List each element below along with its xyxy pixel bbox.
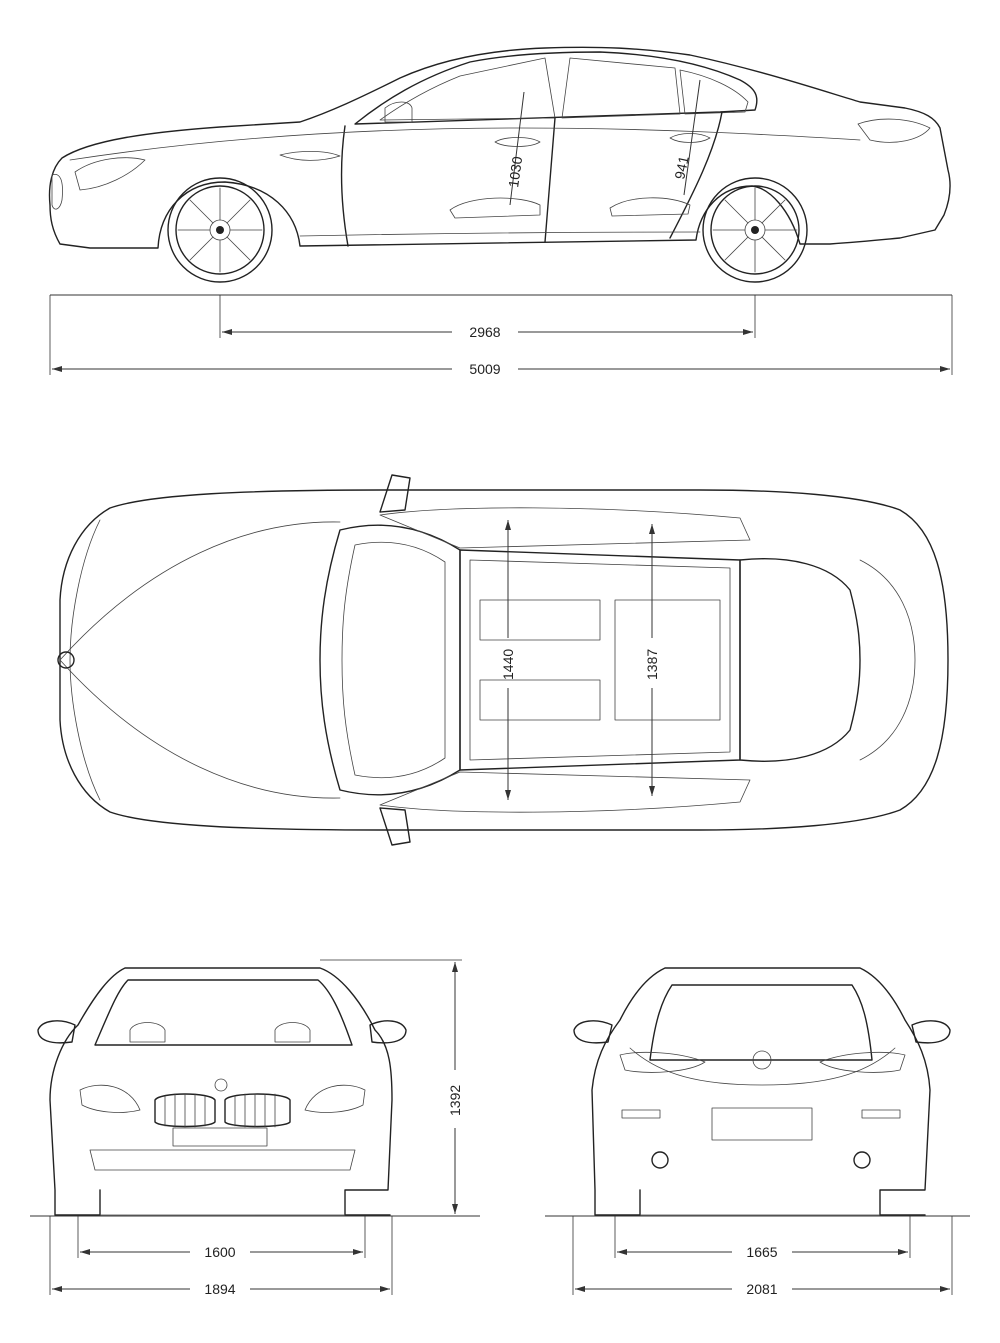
- side-rear-door-line: [669, 111, 723, 239]
- side-front-door-line: [340, 125, 349, 247]
- side-shoulder-line: [69, 127, 861, 161]
- side-rear-seat: [609, 197, 691, 217]
- front-headroom-indicator: 1030: [505, 91, 525, 206]
- front-mirror-left: [37, 1020, 76, 1044]
- side-view: 1030 941 2968 5009: [48, 46, 953, 377]
- side-grille: [51, 173, 63, 210]
- side-b-pillar-line: [544, 117, 556, 243]
- rear-taillight-left: [619, 1052, 706, 1073]
- rear-track-dimension: 1665: [617, 1244, 908, 1260]
- side-rear-wheel: [702, 177, 808, 283]
- side-front-seat: [449, 197, 541, 219]
- front-track-dimension: 1600: [80, 1244, 363, 1260]
- top-logo: [57, 651, 75, 669]
- rear-trunk-line: [629, 1047, 896, 1086]
- rear-body-outline: [591, 967, 931, 1216]
- side-greenhouse: [354, 51, 758, 125]
- overall-length-dimension: 5009: [52, 361, 950, 377]
- top-windshield-inner: [341, 541, 446, 779]
- rear-width-label: 2081: [746, 1281, 777, 1297]
- front-width-label: 1894: [204, 1281, 235, 1297]
- top-view: 1440 1387: [57, 474, 949, 846]
- front-headrest-left: [129, 1022, 166, 1043]
- rear-window: [649, 984, 873, 1061]
- top-trunk-line: [859, 559, 916, 761]
- rear-shoulder-dimension: 1387: [644, 524, 660, 796]
- rear-mirror-left: [573, 1020, 613, 1044]
- rear-headroom-indicator: 941: [671, 79, 701, 196]
- rear-taillight-right: [819, 1052, 906, 1073]
- front-mirror-right: [369, 1020, 407, 1044]
- front-lower-intake: [89, 1149, 356, 1171]
- rear-reflector-right: [861, 1109, 901, 1119]
- side-front-door-handle: [494, 137, 541, 147]
- side-body-outline: [48, 46, 951, 249]
- top-front-seat-upper: [479, 599, 601, 641]
- front-headroom-label: 1030: [505, 155, 525, 188]
- top-roof-inner: [469, 559, 731, 761]
- top-windshield: [319, 524, 461, 796]
- wheelbase-dimension: 2968: [222, 324, 753, 340]
- top-rear-bench: [614, 599, 721, 721]
- side-rear-window: [561, 57, 681, 119]
- top-hood-line-upper: [59, 521, 341, 661]
- rear-logo: [752, 1050, 772, 1070]
- top-hood-line-lower: [59, 659, 341, 799]
- top-mirror-lower: [379, 807, 411, 846]
- front-shoulder-label: 1440: [500, 649, 516, 680]
- rear-mirror-right: [911, 1020, 951, 1044]
- front-grille-left: [154, 1093, 216, 1128]
- rear-view: 1665 2081: [545, 967, 970, 1297]
- top-front-bumper: [69, 519, 101, 801]
- top-side-glass-lower: [379, 771, 751, 813]
- side-front-wheel: [167, 177, 273, 283]
- front-grille-slats: [164, 1093, 276, 1128]
- front-view: 1392 1600 1894: [30, 959, 480, 1297]
- rear-reflector-left: [621, 1109, 661, 1119]
- side-mirror: [384, 101, 413, 123]
- side-sill-line: [299, 231, 701, 237]
- side-taillight: [857, 118, 931, 143]
- rear-shoulder-label: 1387: [644, 649, 660, 680]
- rear-track-label: 1665: [746, 1244, 777, 1260]
- front-windshield: [94, 979, 353, 1046]
- rear-headroom-label: 941: [671, 154, 692, 180]
- top-front-seat-lower: [479, 679, 601, 721]
- top-mirror-upper: [379, 474, 411, 513]
- top-side-glass-upper: [379, 507, 751, 549]
- height-label: 1392: [447, 1085, 463, 1116]
- front-width-dimension: 1894: [52, 1281, 390, 1297]
- side-vent: [279, 150, 341, 161]
- top-rear-window: [739, 558, 861, 762]
- front-logo: [214, 1078, 228, 1092]
- front-shoulder-dimension: 1440: [500, 520, 516, 800]
- side-headlight: [74, 157, 146, 191]
- wheelbase-label: 2968: [469, 324, 500, 340]
- top-body-outline: [59, 489, 949, 831]
- rear-exhaust-right: [853, 1151, 871, 1169]
- front-headlight-left: [79, 1084, 141, 1113]
- overall-length-label: 5009: [469, 361, 500, 377]
- front-headlight-right: [304, 1084, 366, 1113]
- side-front-window: [379, 57, 556, 121]
- side-quarter-window: [679, 69, 749, 115]
- rear-width-dimension: 2081: [575, 1281, 950, 1297]
- side-rear-door-handle: [669, 133, 711, 143]
- front-track-label: 1600: [204, 1244, 235, 1260]
- height-dimension: 1392: [447, 962, 463, 1214]
- front-headrest-right: [274, 1022, 311, 1043]
- front-license-plate: [172, 1127, 268, 1147]
- front-body-outline: [49, 967, 393, 1216]
- rear-license-plate: [711, 1107, 813, 1141]
- rear-exhaust-left: [651, 1151, 669, 1169]
